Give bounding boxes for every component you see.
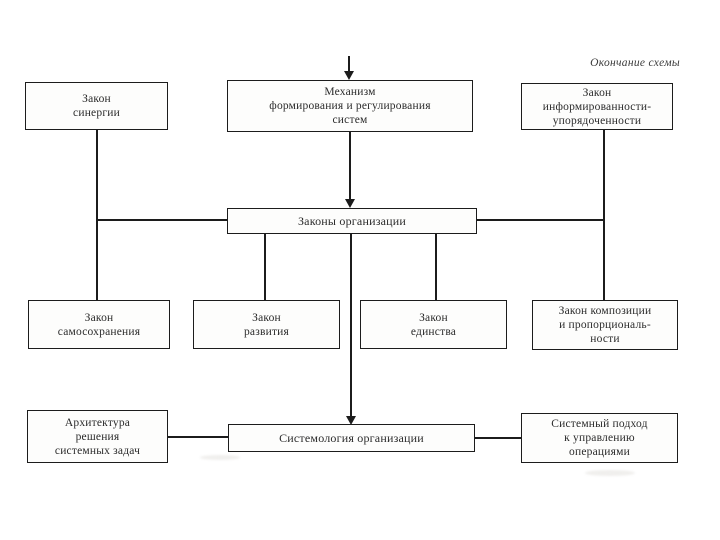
box-zakony-organizatsii: Законы организации (227, 208, 477, 234)
arrowhead-down-icon (344, 71, 354, 80)
box-arkhitektura-resheniya: Архитектура решения системных задач (27, 410, 168, 463)
scheme-end-note: Окончание схемы (590, 57, 680, 69)
connector-laws-to-edinstva (435, 233, 437, 300)
connector-sistemologiya-to-podkhod (475, 437, 522, 439)
connector-laws-to-sistemologiya (350, 233, 352, 416)
connector-mechanism-to-laws (349, 132, 351, 200)
connector-arkhitektura-to-sistemologiya (168, 436, 228, 438)
box-zakon-kompozitsii: Закон композиции и пропорциональ- ности (532, 300, 678, 350)
box-zakon-samosokhraneniya: Закон самосохранения (28, 300, 170, 349)
connector-left-vertical (96, 130, 98, 300)
box-zakon-sinergii: Закон синергии (25, 82, 168, 130)
connector-right-horizontal (477, 219, 605, 221)
arrowhead-down-icon (345, 199, 355, 208)
scan-smudge (200, 455, 240, 460)
arrowhead-down-icon (346, 416, 356, 425)
box-zakon-informirovannosti: Закон информированности- упорядоченности (521, 83, 673, 130)
connector-top-into-mechanism (348, 56, 350, 72)
box-sistemnyy-podkhod: Системный подход к управлению операциями (521, 413, 678, 463)
box-sistemologiya-organizatsii: Системология организации (228, 424, 475, 452)
connector-laws-to-razvitiya (264, 233, 266, 300)
connector-left-horizontal (96, 219, 227, 221)
box-mekhanizm-formirovaniya: Механизм формирования и регулирования си… (227, 80, 473, 132)
box-zakon-razvitiya: Закон развития (193, 300, 340, 349)
connector-right-vertical (603, 130, 605, 300)
box-zakon-edinstva: Закон единства (360, 300, 507, 349)
scan-smudge (585, 470, 635, 476)
